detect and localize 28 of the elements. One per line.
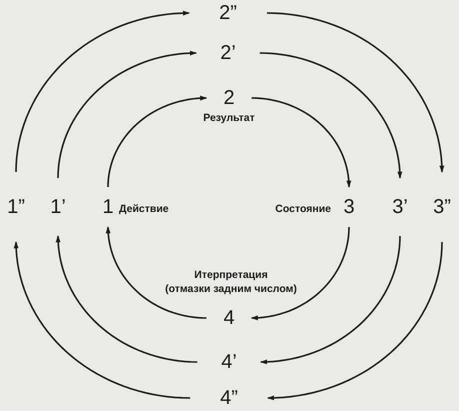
step-number: 1’: [50, 196, 66, 218]
arrow: [267, 242, 443, 400]
step-number: 3’: [392, 196, 408, 218]
arrow: [106, 226, 206, 319]
arrow: [266, 12, 444, 173]
arrow: [56, 235, 198, 363]
arrow: [15, 10, 190, 172]
step-number: 2”: [219, 2, 237, 24]
step-number: 4: [223, 307, 235, 329]
arrow: [57, 50, 197, 178]
arrow: [260, 52, 402, 179]
step-number: 1”: [7, 196, 25, 218]
step-number: 3”: [433, 196, 451, 218]
step-caption: Действие: [119, 202, 169, 216]
arrow: [14, 241, 190, 399]
step-number: 4’: [221, 351, 237, 373]
step-number: 2’: [220, 42, 236, 64]
arrow: [107, 96, 208, 188]
step-number: 2: [223, 87, 235, 109]
arrow: [250, 226, 350, 320]
step-caption: Результат: [203, 111, 255, 125]
arrow: [252, 97, 352, 188]
step-number: 3: [343, 196, 355, 218]
step-number: 1: [102, 196, 114, 218]
step-caption: Итерпретация (отмазки задним числом): [165, 268, 297, 296]
arrow: [260, 236, 401, 364]
step-number: 4”: [220, 387, 238, 409]
step-caption: Состояние: [275, 202, 331, 216]
